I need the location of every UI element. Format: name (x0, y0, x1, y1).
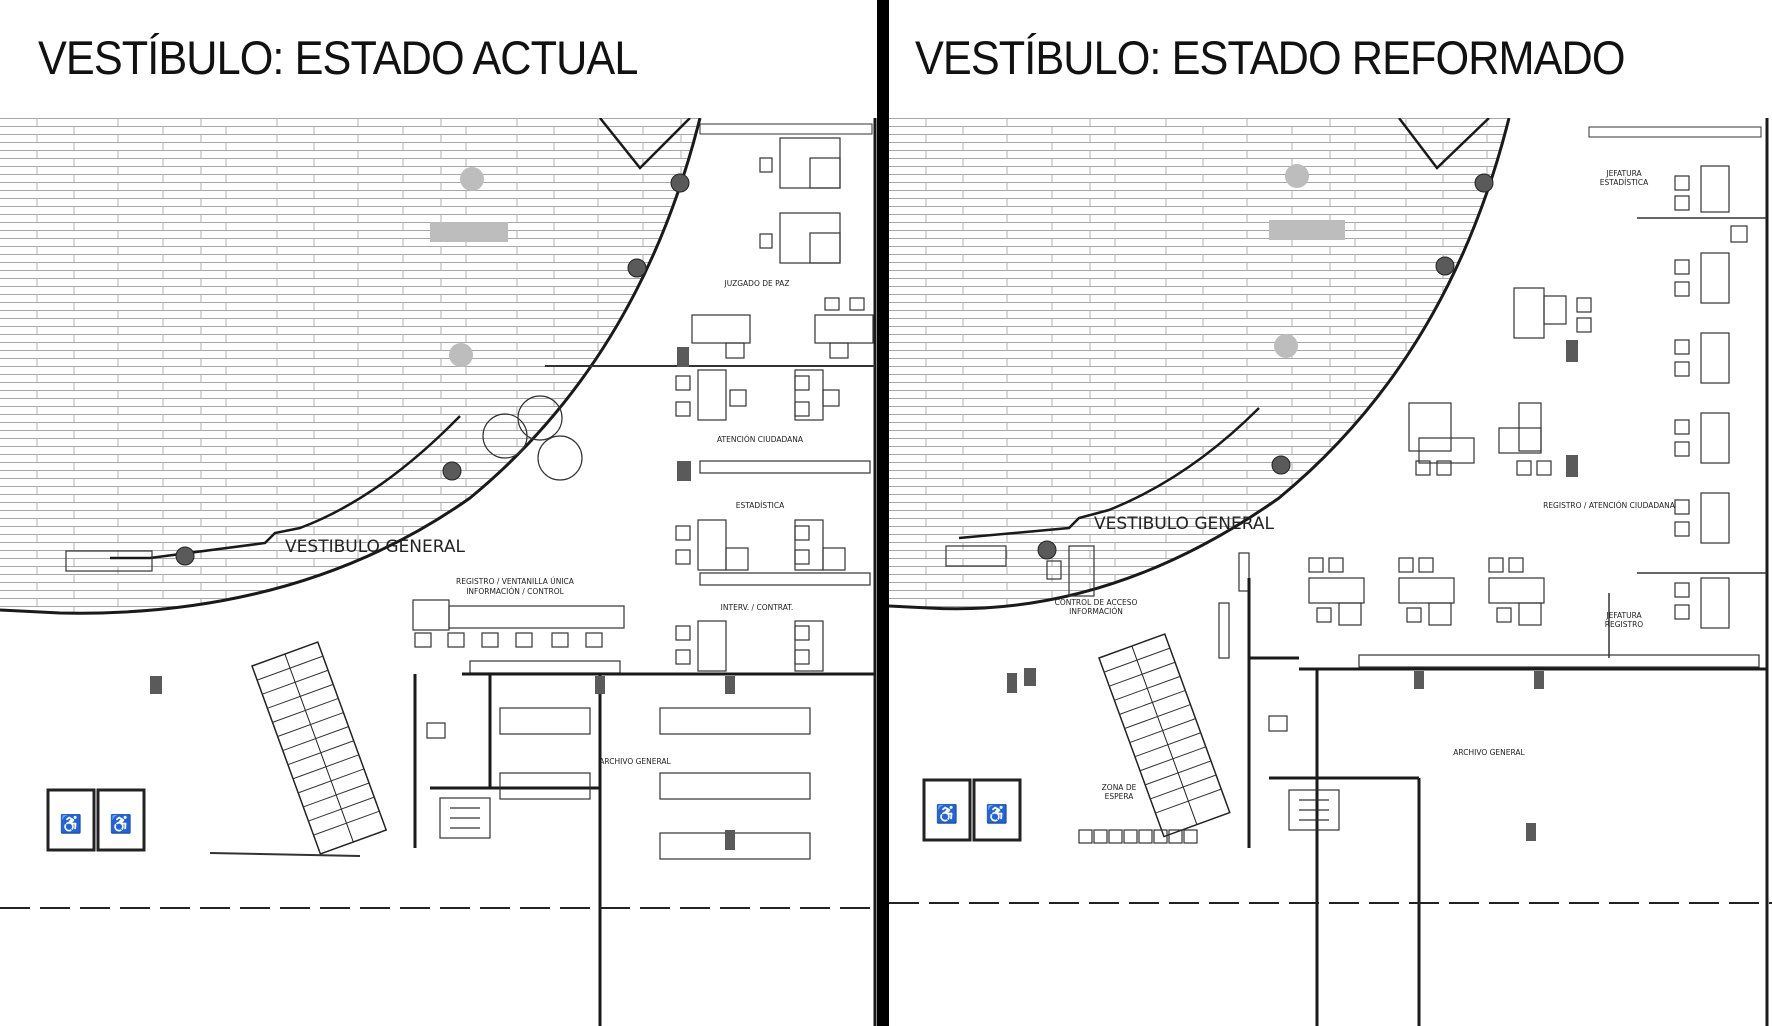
current-floor-plan: JUZGADO DE PAZ ATENCIÓN CIUDADANA ESTADÍ… (0, 118, 877, 1026)
svg-text:♿: ♿ (110, 813, 132, 834)
reformed-floor-plan: JEFATURA ESTADÍSTICA JEFATURA REGISTRO R… (889, 118, 1772, 1026)
curved-facade (0, 118, 702, 615)
zona-espera-label-1: ZONA DE (1102, 783, 1137, 792)
svg-text:♿: ♿ (936, 803, 958, 824)
registro-label-line2: INFORMACIÓN / CONTROL (466, 587, 564, 596)
reformed-state-panel: VESTÍBULO: ESTADO REFORMADO (889, 0, 1772, 1026)
archivo-label: ARCHIVO GENERAL (1453, 748, 1525, 757)
zona-espera-label-2: ESPERA (1105, 792, 1135, 801)
room-label-archivo: ARCHIVO GENERAL (599, 757, 671, 766)
room-label-interv: INTERV. / CONTRAT. (721, 603, 794, 612)
wheelchair-icon: ♿ ♿ (46, 788, 146, 852)
room-label-atencion: ATENCIÓN CIUDADANA (717, 435, 804, 444)
stair-icon (1098, 633, 1231, 838)
control-acceso-label-2: INFORMACIÓN (1069, 607, 1123, 616)
waiting-chairs (1078, 829, 1198, 844)
room-label-estadistica: ESTADÍSTICA (736, 501, 785, 510)
column-icon (175, 173, 690, 566)
jefatura-reg-label-1: JEFATURA (1605, 611, 1642, 620)
column-icon (1037, 173, 1494, 560)
jefatura-est-label-1: JEFATURA (1605, 169, 1642, 178)
vestibulo-label: VESTIBULO GENERAL (285, 537, 465, 557)
registro-label-line1: REGISTRO / VENTANILLA ÚNICA (456, 577, 575, 586)
svg-text:♿: ♿ (60, 813, 82, 834)
registro-atencion-label: REGISTRO / ATENCIÓN CIUDADANA (1543, 501, 1676, 510)
inner-glazing (958, 407, 1260, 540)
stair-icon (251, 641, 388, 855)
curved-facade (889, 118, 1511, 611)
plank-floor (0, 118, 700, 614)
wheelchair-icon: ♿ ♿ (922, 778, 1022, 842)
control-acceso-label-1: CONTROL DE ACCESO (1055, 598, 1138, 607)
room-label-juzgado: JUZGADO DE PAZ (724, 279, 790, 288)
svg-text:♿: ♿ (986, 803, 1008, 824)
current-state-panel: VESTÍBULO: ESTADO ACTUAL (0, 0, 877, 1026)
current-state-title: VESTÍBULO: ESTADO ACTUAL (38, 31, 638, 84)
inner-glazing (110, 415, 461, 560)
panel-divider (877, 0, 889, 1026)
vestibulo-label: VESTIBULO GENERAL (1094, 514, 1274, 534)
plank-floor (889, 118, 1509, 609)
jefatura-est-label-2: ESTADÍSTICA (1600, 178, 1649, 187)
round-table-cluster (482, 395, 583, 481)
jefatura-reg-label-2: REGISTRO (1605, 620, 1644, 629)
reformed-state-title: VESTÍBULO: ESTADO REFORMADO (915, 31, 1625, 84)
